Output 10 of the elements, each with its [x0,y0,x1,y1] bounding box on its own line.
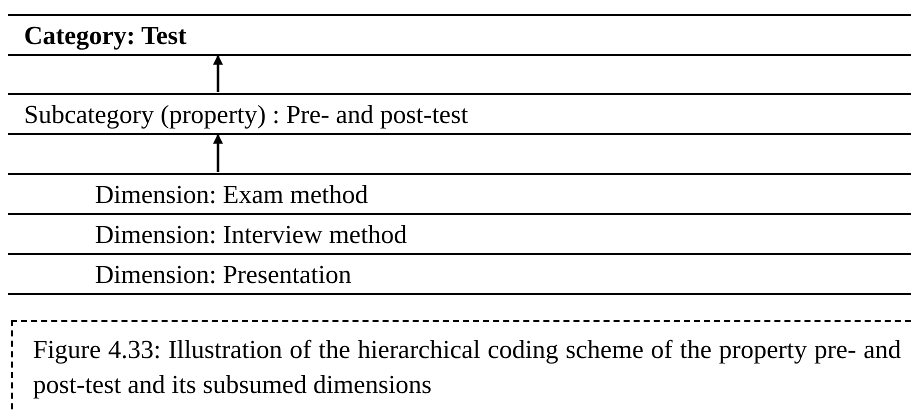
row-label: Dimension: Exam method [95,178,368,210]
row-label: Dimension: Presentation [95,258,352,290]
subcategory-row [8,93,911,135]
row-label: Subcategory (property) : Pre- and post-test [24,98,468,131]
row-label: Dimension: Interview method [95,218,407,250]
category-row [8,14,911,56]
arrow [213,134,223,172]
arrow [213,54,223,92]
figure-caption: Figure 4.33: Illustration of the hierarchical coding scheme of the property pre- and post-test and its subsumed dimensions [33,334,901,401]
row-label: Category: Test [24,20,186,52]
